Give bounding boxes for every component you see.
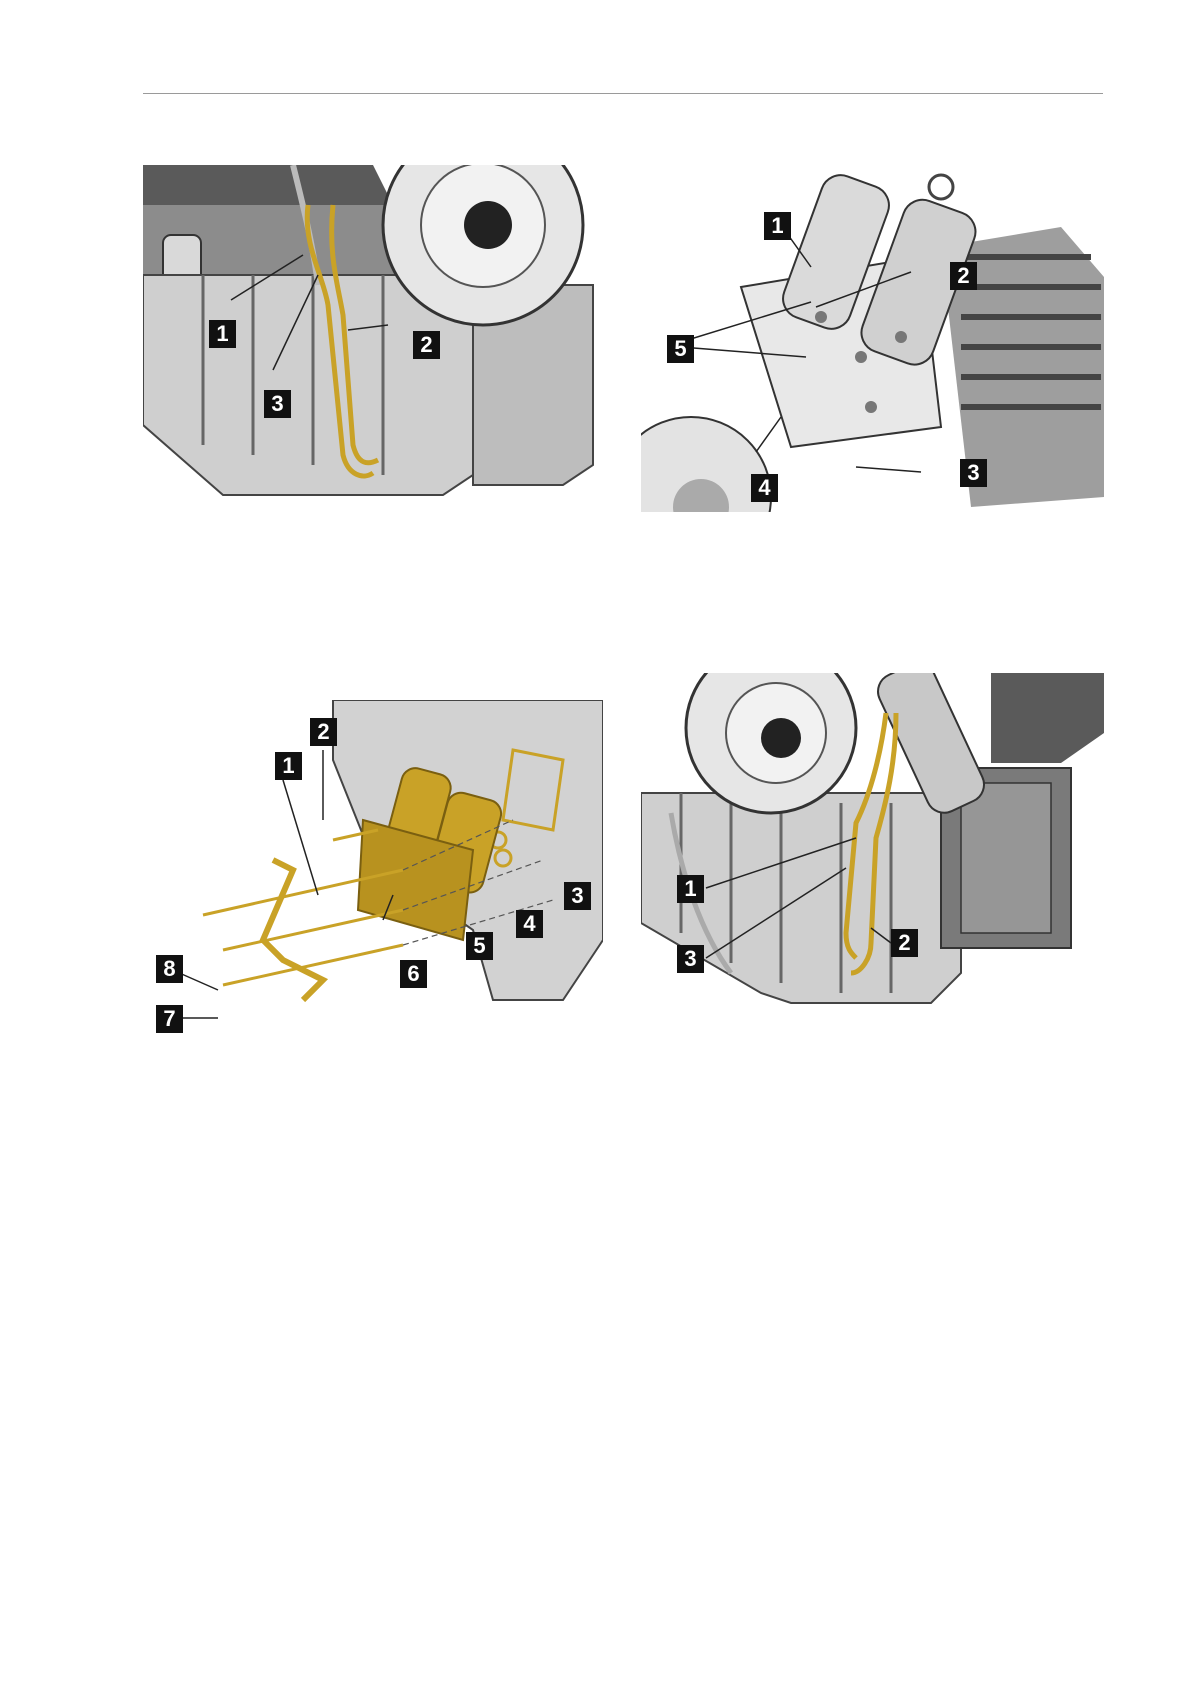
callout-label: 1 xyxy=(677,875,704,903)
callout-label: 8 xyxy=(156,955,183,983)
callout-label: 5 xyxy=(667,335,694,363)
callout-label: 1 xyxy=(209,320,236,348)
callout-label: 2 xyxy=(413,331,440,359)
callout-label: 7 xyxy=(156,1005,183,1033)
callout-label: 3 xyxy=(264,390,291,418)
figure-oil-lines-right: 1 2 3 xyxy=(641,673,1104,1013)
figure-exploded-view: 2 1 3 4 5 6 8 7 xyxy=(143,700,603,1040)
header-rule xyxy=(143,93,1103,94)
engine-illustration-3 xyxy=(143,700,603,1040)
engine-illustration-2 xyxy=(641,167,1104,512)
figure-oil-lines-left: 1 2 3 xyxy=(143,165,603,505)
callout-label: 2 xyxy=(891,929,918,957)
callout-label: 6 xyxy=(400,960,427,988)
callout-label: 3 xyxy=(677,945,704,973)
figure-oil-filter-housing: 1 2 5 4 3 xyxy=(641,167,1104,512)
callout-label: 4 xyxy=(516,910,543,938)
callout-label: 3 xyxy=(960,459,987,487)
callout-label: 1 xyxy=(764,212,791,240)
callout-label: 4 xyxy=(751,474,778,502)
engine-illustration-4 xyxy=(641,673,1104,1013)
callout-label: 1 xyxy=(275,752,302,780)
callout-label: 2 xyxy=(310,718,337,746)
callout-label: 5 xyxy=(466,932,493,960)
callout-label: 2 xyxy=(950,262,977,290)
callout-label: 3 xyxy=(564,882,591,910)
